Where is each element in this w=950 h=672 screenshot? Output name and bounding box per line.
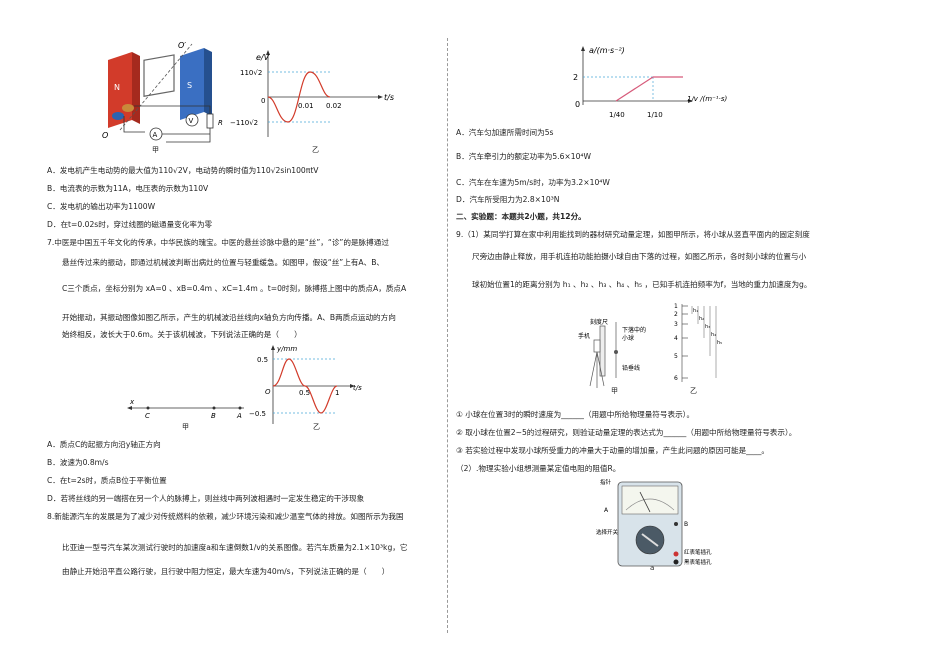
vib-xlabel: t/s	[353, 384, 362, 392]
q8-line-3: 由静止开始沿平直公路行驶，且行驶中阻力恒定，最大车速为40m/s，下列说法正确的…	[62, 567, 390, 576]
meter-a-label: A	[604, 507, 609, 514]
q9-line-3: 球初始位置1的距离分别为 h₁ 、h₂ 、h₃ 、h₄ 、h₅ ，已知手机连拍频…	[472, 280, 812, 289]
emf-xtick-1: 0.01	[298, 102, 314, 110]
switch-label: 选择开关	[596, 528, 619, 536]
photo-setup-figure: 刻度尺 手机 下落中的 小球 铅垂线	[578, 318, 646, 388]
axis-o-label: O	[102, 131, 108, 140]
q8-line-1: 8.新能源汽车的发展是为了减少对传统燃料的依赖，减少环境污染和减少温室气体的排放…	[47, 512, 404, 521]
q7-option-a: A．质点C的起振方向沿y轴正方向	[47, 440, 161, 449]
q6-option-b: B．电流表的示数为11A，电压表的示数为110V	[47, 184, 209, 193]
h4-label: h₄	[711, 332, 716, 338]
accel-ytick: 2	[573, 73, 578, 82]
string-caption: 甲	[182, 423, 189, 431]
accel-xtick-2: 1/10	[647, 111, 663, 119]
h1-label: h₁	[693, 308, 698, 314]
q8-option-c: C．汽车在车速为5m/s时，功率为3.2×10⁴W	[456, 178, 610, 187]
q7-line-2: 悬丝传过来的振动，即通过机械波判断出病灶的位置与轻重缓急。如图甲，假设“丝”上有…	[62, 258, 385, 267]
multimeter-caption: a	[650, 564, 655, 572]
emf-ytick-pos: 110√2	[240, 69, 262, 77]
q7-line-5: 始终相反，波长大于0.6m。关于该机械波，下列说法正确的是（ ）	[62, 330, 302, 339]
q6-option-a: A．发电机产生电动势的最大值为110√2V，电动势的瞬时值为110√2sin10…	[47, 166, 319, 175]
point-b-label: B	[211, 412, 216, 420]
black-probe-label: 黑表笔插孔	[684, 558, 712, 566]
emf-origin: 0	[261, 97, 265, 105]
string-x-label: x	[129, 398, 135, 406]
photo-setup-caption: 甲	[611, 387, 618, 395]
accel-xtick-1: 1/40	[609, 111, 625, 119]
vib-ytick-neg: −0.5	[249, 410, 266, 418]
point-a-label: A	[236, 412, 242, 420]
position-5: 5	[674, 353, 678, 360]
pointer-label: 指针	[600, 478, 612, 486]
vib-ytick-pos: 0.5	[257, 356, 268, 364]
q6-option-d: D．在t=0.02s时，穿过线圈的磁通量变化率为零	[47, 220, 213, 229]
q8-option-b: B．汽车牵引力的额定功率为5.6×10⁴W	[456, 152, 591, 161]
phone-label: 手机	[578, 332, 590, 340]
h5-label: h₅	[717, 340, 722, 346]
generator-figure: N S O′ O A V R	[102, 41, 223, 143]
position-4: 4	[674, 335, 678, 342]
position-1: 1	[674, 303, 678, 310]
vibration-caption: 乙	[313, 423, 320, 431]
ball-positions-figure: 1 2 3 4 5 6 h₁ h₂ h₃ h₄ h₅	[674, 303, 722, 382]
meter-b-label: B	[684, 521, 688, 528]
q7-line-3: C三个质点，坐标分别为 xA=0 、xB=0.4m 、xC=1.4m 。t=0时…	[62, 284, 407, 293]
emf-graph: e/V t/s 110√2 −110√2 0 0.01 0.02	[230, 50, 394, 137]
q6-option-c: C．发电机的输出功率为1100W	[47, 202, 156, 211]
vib-xtick-1: 0.5	[299, 389, 310, 397]
red-probe-label: 红表笔插孔	[684, 548, 712, 556]
point-c-label: C	[145, 412, 150, 420]
vibration-graph: y/mm t/s 0.5 −0.5 O 0.5 1	[249, 345, 362, 424]
plumb-label: 铅垂线	[622, 364, 640, 372]
q7-option-b: B．波速为0.8m/s	[47, 458, 109, 467]
accel-xlabel: 1/v /(m⁻¹·s)	[687, 95, 727, 103]
emf-ytick-neg: −110√2	[230, 119, 258, 127]
q9-line-1: 9.（1）某同学打算在家中利用能找到的器材研究动量定理，如图甲所示，将小球从竖直…	[456, 230, 810, 239]
emf-xlabel: t/s	[384, 93, 394, 102]
h2-label: h₂	[699, 316, 704, 322]
column-divider	[447, 38, 448, 633]
ammeter-label: A	[153, 131, 158, 139]
voltmeter-label: V	[189, 117, 194, 125]
emf-caption: 乙	[312, 146, 319, 154]
q9-sub-3: ③ 若实验过程中发现小球所受重力的冲量大于动量的增加量，产生此问题的原因可能是_…	[456, 446, 769, 455]
q8-line-2: 比亚迪一型号汽车某次测试行驶时的加速度a和车速倒数1/v的关系图像。若汽车质量为…	[62, 543, 408, 552]
vib-ylabel: y/mm	[276, 345, 297, 353]
q8-option-a: A．汽车匀加速所需时间为5s	[456, 128, 554, 137]
vib-xtick-2: 1	[335, 389, 339, 397]
ball-label: 下落中的	[622, 326, 646, 334]
ball-label-2: 小球	[622, 334, 634, 342]
ball-positions-caption: 乙	[690, 387, 697, 395]
position-6: 6	[674, 375, 678, 382]
q7-line-1: 7.中医是中国五千年文化的传承，中华民族的瑰宝。中医的悬丝诊脉中悬的是“丝”，“…	[47, 238, 389, 247]
position-3: 3	[674, 321, 678, 328]
ruler-label: 刻度尺	[590, 318, 608, 326]
q7-line-4: 开始振动，其振动图像如图乙所示，产生的机械波沿丝线向x轴负方向传播。A、B两质点…	[62, 313, 396, 322]
h3-label: h₃	[705, 324, 710, 330]
q7-option-c: C．在t=2s时，质点B位于平衡位置	[47, 476, 167, 485]
q9-line-2: 尺旁边由静止释放，用手机连拍功能拍摄小球自由下落的过程，如图乙所示，各时刻小球的…	[472, 252, 807, 261]
q8-option-d: D．汽车所受阻力为2.8×10³N	[456, 195, 560, 204]
string-figure: x C B A	[127, 398, 244, 420]
south-pole-label: S	[187, 81, 192, 90]
q9-sub-2: ② 取小球在位置2~5的过程研究，则验证动量定理的表达式为______（用题中所…	[456, 428, 797, 437]
accel-ylabel: a/(m·s⁻²)	[589, 46, 625, 55]
position-2: 2	[674, 311, 678, 318]
emf-ylabel: e/V	[256, 53, 270, 62]
north-pole-label: N	[114, 83, 120, 92]
vib-origin: O	[265, 388, 271, 396]
q9-sub-4: （2）.物理实验小组想测量某定值电阻的阻值R。	[456, 464, 621, 473]
generator-caption: 甲	[152, 146, 159, 154]
section-2-heading: 二、实验题：本题共2小题，共12分。	[456, 212, 586, 221]
multimeter-figure: 指针 A 选择开关 B 红表笔插孔 黑表笔插孔	[596, 478, 712, 567]
q9-sub-1: ① 小球在位置3时的瞬时速度为______（用题中所给物理量符号表示）。	[456, 410, 695, 419]
accel-origin: 0	[575, 100, 580, 109]
emf-xtick-2: 0.02	[326, 102, 342, 110]
resistor-label: R	[218, 119, 223, 127]
acceleration-graph: a/(m·s⁻²) 1/v /(m⁻¹·s) 2 0 1/40 1/10	[573, 46, 727, 119]
axis-oprime-label: O′	[178, 41, 186, 50]
q7-option-d: D．若将丝线的另一端搭在另一个人的脉搏上，则丝线中两列波相遇时一定发生稳定的干涉…	[47, 494, 365, 503]
